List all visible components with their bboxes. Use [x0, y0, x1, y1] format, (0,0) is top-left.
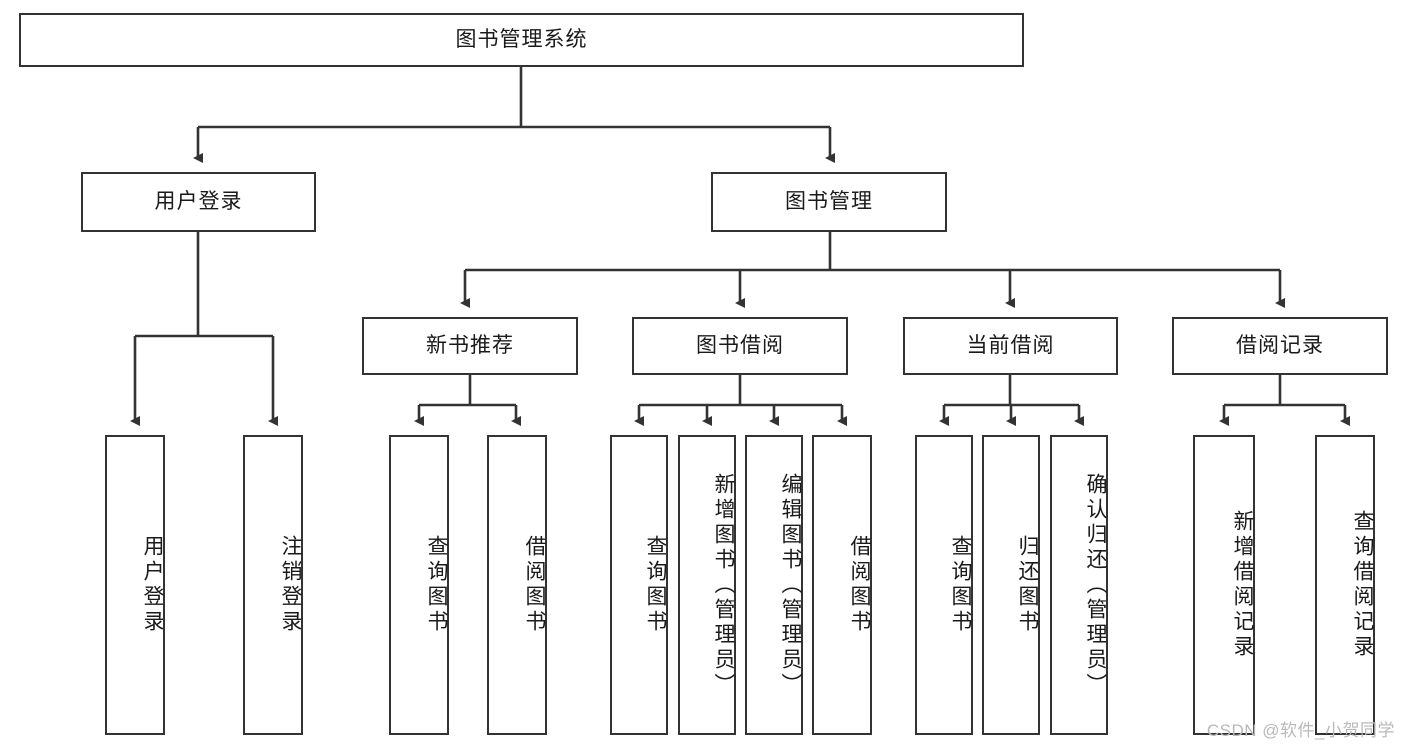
node-root[interactable]: 图书管理系统	[19, 13, 1024, 67]
leaf-query-book-2[interactable]: 查询图书	[610, 435, 668, 735]
leaf-logout[interactable]: 注销登录	[243, 435, 303, 735]
leaf-borrow-book-2-label: 借阅图书	[848, 535, 871, 635]
leaf-add-record-label: 新增借阅记录	[1231, 510, 1254, 660]
leaf-user-login[interactable]: 用户登录	[105, 435, 165, 735]
leaf-add-book-label: 新增图书（管理员）	[712, 472, 735, 698]
leaf-add-book[interactable]: 新增图书（管理员）	[678, 435, 736, 735]
node-borrow-record-label: 借阅记录	[1236, 334, 1324, 358]
node-book-borrow[interactable]: 图书借阅	[632, 317, 848, 375]
leaf-return-book-label: 归还图书	[1016, 535, 1039, 635]
leaf-return-book[interactable]: 归还图书	[982, 435, 1040, 735]
leaf-confirm-return[interactable]: 确认归还（管理员）	[1050, 435, 1108, 735]
node-root-label: 图书管理系统	[455, 28, 588, 52]
node-book-manage[interactable]: 图书管理	[711, 172, 947, 232]
leaf-logout-label: 注销登录	[279, 535, 302, 635]
watermark-text: CSDN @软件_小贺同学	[1206, 721, 1395, 740]
leaf-query-book-3-label: 查询图书	[949, 535, 972, 635]
leaf-query-book-2-label: 查询图书	[644, 535, 667, 635]
leaf-borrow-book-1[interactable]: 借阅图书	[487, 435, 547, 735]
node-book-borrow-label: 图书借阅	[696, 334, 784, 358]
leaf-borrow-book-2[interactable]: 借阅图书	[812, 435, 872, 735]
node-user-login[interactable]: 用户登录	[81, 172, 316, 232]
leaf-edit-book[interactable]: 编辑图书（管理员）	[745, 435, 803, 735]
node-book-manage-label: 图书管理	[785, 190, 873, 214]
node-new-book-rec-label: 新书推荐	[426, 334, 514, 358]
leaf-borrow-book-1-label: 借阅图书	[523, 535, 546, 635]
node-new-book-rec[interactable]: 新书推荐	[362, 317, 578, 375]
node-borrow-record[interactable]: 借阅记录	[1172, 317, 1388, 375]
leaf-add-record[interactable]: 新增借阅记录	[1193, 435, 1255, 735]
leaf-query-book-1-label: 查询图书	[425, 535, 448, 635]
node-current-borrow-label: 当前借阅	[966, 334, 1055, 358]
node-user-login-label: 用户登录	[154, 190, 243, 214]
leaf-query-record-label: 查询借阅记录	[1351, 510, 1374, 660]
leaf-query-book-1[interactable]: 查询图书	[389, 435, 449, 735]
leaf-query-book-3[interactable]: 查询图书	[915, 435, 973, 735]
node-current-borrow[interactable]: 当前借阅	[903, 317, 1118, 375]
leaf-query-record[interactable]: 查询借阅记录	[1315, 435, 1375, 735]
leaf-edit-book-label: 编辑图书（管理员）	[779, 472, 802, 698]
leaf-user-login-label: 用户登录	[141, 535, 164, 635]
leaf-confirm-return-label: 确认归还（管理员）	[1084, 472, 1107, 698]
